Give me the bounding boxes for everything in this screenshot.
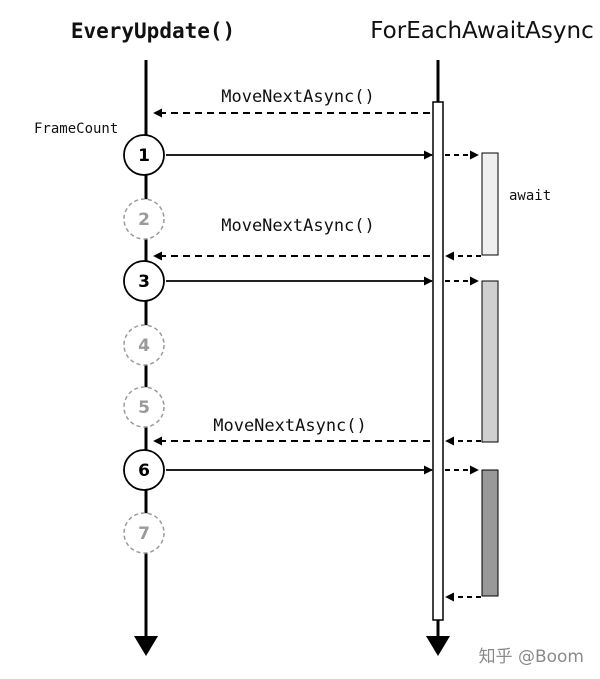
- move-next-label-1: MoveNextAsync(): [221, 87, 375, 107]
- await-block-1: [481, 152, 499, 256]
- frame-number: 4: [138, 336, 150, 356]
- frame-number: 3: [138, 272, 150, 292]
- frame-circle-4: 4: [123, 324, 165, 366]
- frame-number: 2: [138, 210, 150, 230]
- activation-bar: [432, 101, 444, 621]
- frame-circle-1: 1: [123, 134, 165, 176]
- await-block-3: [481, 469, 499, 597]
- frame-circle-5: 5: [123, 386, 165, 428]
- right-lifeline-title: ForEachAwaitAsync: [370, 18, 593, 44]
- right-lifeline-arrowhead: [426, 636, 450, 656]
- move-next-label-2: MoveNextAsync(): [221, 216, 375, 236]
- move-next-label-3: MoveNextAsync(): [213, 416, 367, 436]
- await-label: await: [509, 188, 551, 204]
- frame-circle-7: 7: [123, 512, 165, 554]
- frame-number: 7: [138, 524, 150, 544]
- frame-number: 1: [138, 146, 150, 166]
- frame-count-label: FrameCount: [34, 121, 118, 137]
- left-lifeline-arrowhead: [134, 636, 158, 656]
- frame-circle-2: 2: [123, 198, 165, 240]
- watermark-text: 知乎 @Boom: [479, 647, 584, 667]
- frame-number: 5: [138, 398, 150, 418]
- await-block-2: [481, 280, 499, 443]
- frame-circle-6: 6: [123, 449, 165, 491]
- frame-number: 6: [138, 461, 150, 481]
- frame-circle-3: 3: [123, 260, 165, 302]
- left-lifeline-title: EveryUpdate(): [71, 19, 235, 43]
